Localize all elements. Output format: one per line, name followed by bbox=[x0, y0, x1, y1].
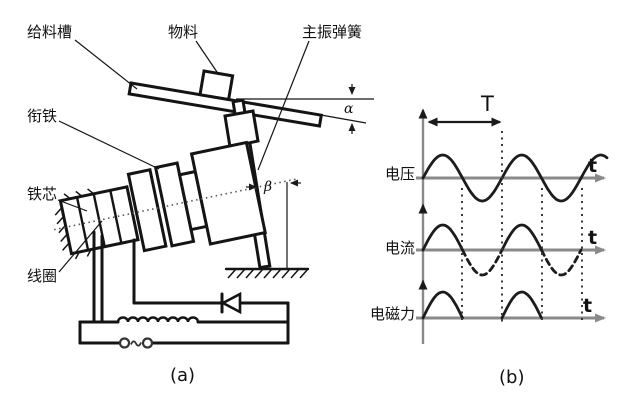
voltage-wave bbox=[421, 153, 609, 203]
force-pulses bbox=[421, 290, 543, 320]
label-voltage: 电压 bbox=[385, 165, 415, 183]
diode-symbol bbox=[220, 291, 242, 315]
label-material: 物料 bbox=[168, 23, 198, 41]
alpha-angle-marker: α bbox=[236, 84, 374, 134]
ac-tilde bbox=[130, 340, 142, 347]
t-label-force: t bbox=[583, 295, 592, 317]
beta-label: β bbox=[263, 179, 272, 195]
leader-coil bbox=[58, 220, 103, 273]
trough-group bbox=[127, 69, 324, 128]
leader-armature bbox=[58, 120, 160, 170]
waveform-panel: T 电压 电流 电磁力 t t t (b) bbox=[370, 92, 609, 388]
magnet-centerline bbox=[54, 178, 298, 231]
ground-ticks bbox=[227, 268, 309, 279]
t-label-voltage: t bbox=[588, 155, 597, 177]
caption-a: (a) bbox=[170, 365, 195, 386]
current-wave-dashed bbox=[461, 248, 583, 277]
source-terminal-right bbox=[141, 337, 154, 349]
current-wave-solid bbox=[421, 223, 543, 252]
label-force: 电磁力 bbox=[370, 305, 415, 323]
drive-circuit bbox=[78, 230, 290, 349]
t-label-current: t bbox=[588, 227, 597, 249]
label-armature: 衔铁 bbox=[27, 107, 57, 125]
coil-lead-wires bbox=[92, 230, 136, 324]
core-hatch-ticks bbox=[54, 207, 70, 251]
ac-source-symbol bbox=[118, 337, 154, 349]
leader-main-spring bbox=[257, 40, 310, 171]
source-terminal-left bbox=[118, 337, 131, 349]
counterweight-block bbox=[189, 140, 267, 246]
core-top-ticks bbox=[63, 188, 95, 200]
alpha-label: α bbox=[344, 101, 354, 117]
leader-material bbox=[195, 40, 220, 76]
material-block bbox=[198, 69, 235, 102]
beta-angle-marker: β bbox=[246, 179, 301, 268]
feeder-machine: β α bbox=[27, 23, 374, 386]
winding-symbol bbox=[116, 316, 200, 324]
diode-triangle bbox=[220, 291, 242, 315]
label-iron-core: 铁芯 bbox=[27, 185, 57, 203]
trough-slope-extension-line bbox=[320, 114, 367, 124]
label-feed-trough: 给料槽 bbox=[27, 23, 72, 41]
leader-feed-trough bbox=[74, 39, 138, 90]
clamp-joint bbox=[223, 109, 260, 149]
caption-b: (b) bbox=[499, 367, 524, 388]
label-coil: 线圈 bbox=[27, 267, 57, 285]
wave-layer bbox=[416, 131, 609, 323]
period-label: T bbox=[480, 92, 494, 116]
label-main-spring: 主振弹簧 bbox=[302, 23, 362, 41]
core-bottom-ticks bbox=[74, 249, 92, 260]
label-current: 电流 bbox=[385, 239, 415, 257]
ground-hatch bbox=[224, 267, 310, 279]
leader-iron-core bbox=[57, 199, 88, 212]
